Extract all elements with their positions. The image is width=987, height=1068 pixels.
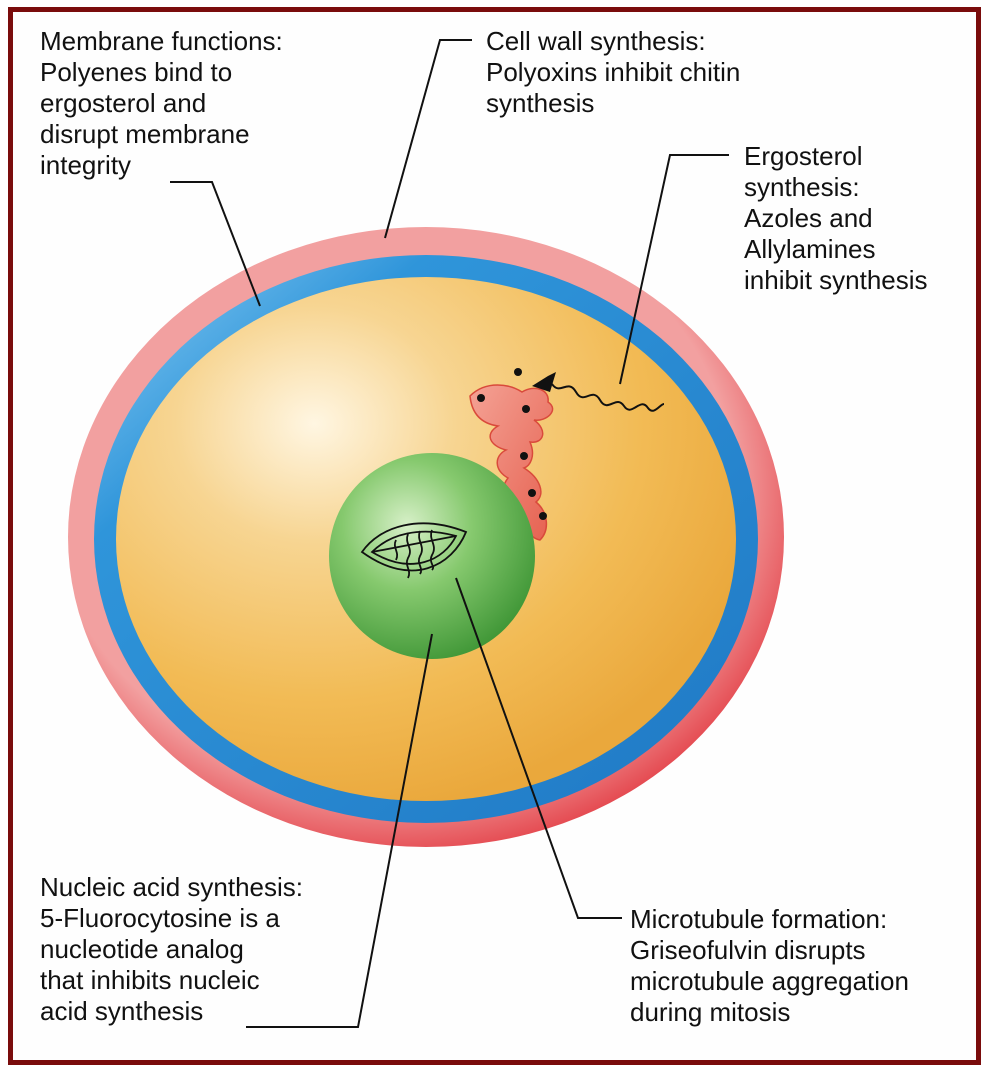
label-line: disrupt membrane xyxy=(40,119,283,150)
leader-cell-wall xyxy=(385,40,472,238)
label-microtubule-formation: Microtubule formation: Griseofulvin disr… xyxy=(630,904,909,1028)
er-ribosome xyxy=(514,368,522,376)
label-line: synthesis: xyxy=(744,172,928,203)
label-line: 5-Fluorocytosine is a xyxy=(40,903,303,934)
label-line: Cell wall synthesis: xyxy=(486,26,740,57)
er-ribosome xyxy=(520,452,528,460)
label-cell-wall-synthesis: Cell wall synthesis: Polyoxins inhibit c… xyxy=(486,26,740,119)
label-line: Allylamines xyxy=(744,234,928,265)
label-line: Ergosterol xyxy=(744,141,928,172)
label-line: during mitosis xyxy=(630,997,909,1028)
label-line: nucleotide analog xyxy=(40,934,303,965)
label-line: integrity xyxy=(40,150,283,181)
er-ribosome xyxy=(522,405,530,413)
label-line: Griseofulvin disrupts xyxy=(630,935,909,966)
label-line: Azoles and xyxy=(744,203,928,234)
er-ribosome xyxy=(539,512,547,520)
label-line: Membrane functions: xyxy=(40,26,283,57)
label-line: Microtubule formation: xyxy=(630,904,909,935)
label-line: inhibit synthesis xyxy=(744,265,928,296)
label-line: Polyenes bind to xyxy=(40,57,283,88)
label-ergosterol-synthesis: Ergosterol synthesis: Azoles and Allylam… xyxy=(744,141,928,296)
label-nucleic-acid-synthesis: Nucleic acid synthesis: 5-Fluorocytosine… xyxy=(40,872,303,1027)
label-line: Polyoxins inhibit chitin xyxy=(486,57,740,88)
label-line: microtubule aggregation xyxy=(630,966,909,997)
er-ribosome xyxy=(528,489,536,497)
label-line: that inhibits nucleic xyxy=(40,965,303,996)
label-membrane-functions: Membrane functions: Polyenes bind to erg… xyxy=(40,26,283,181)
label-line: Nucleic acid synthesis: xyxy=(40,872,303,903)
label-line: synthesis xyxy=(486,88,740,119)
label-line: ergosterol and xyxy=(40,88,283,119)
er-ribosome xyxy=(477,394,485,402)
label-line: acid synthesis xyxy=(40,996,303,1027)
